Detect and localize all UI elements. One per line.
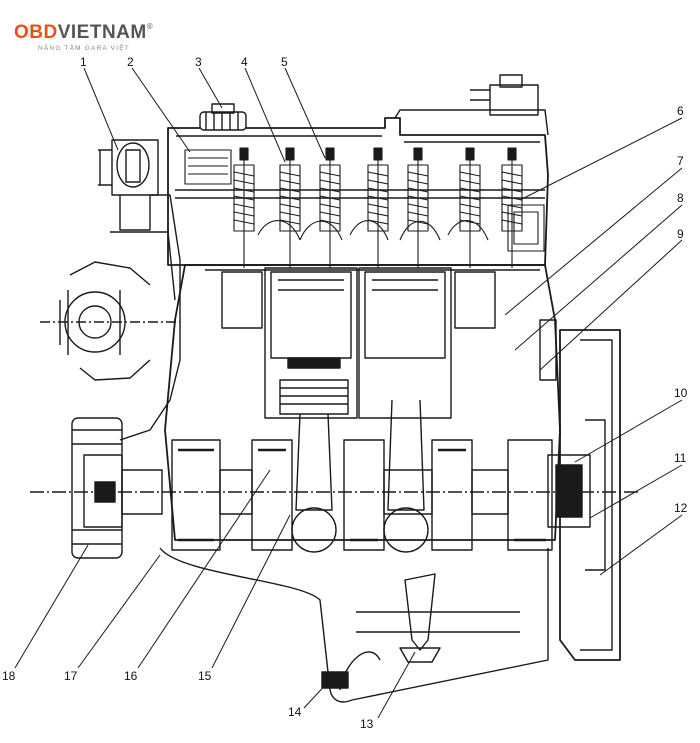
callout-13: 13 [360, 717, 374, 731]
callout-3: 3 [195, 55, 202, 69]
callout-16: 16 [124, 669, 138, 683]
oil-pan [159, 547, 549, 703]
callout-12: 12 [674, 501, 688, 515]
intake-exhaust-ports [257, 204, 545, 252]
logo-tagline: NÂNG TẦM GARA VIỆT [38, 45, 130, 52]
callout-11: 11 [674, 451, 687, 465]
piston-left [270, 271, 352, 359]
callout-2: 2 [127, 55, 134, 69]
crankshaft-pulley [71, 417, 163, 559]
logo-name: VIETNAM [57, 22, 147, 43]
logo-trademark: ® [146, 22, 154, 31]
brand-logo: OBDVIETNAM® NÂNG TẦM GARA VIỆT [8, 10, 158, 52]
callout-10: 10 [674, 386, 688, 400]
oil-drain-plug [321, 671, 349, 689]
valve-train [184, 147, 523, 269]
engine-block [164, 264, 561, 541]
callout-9: 9 [677, 227, 684, 241]
callout-8: 8 [677, 191, 684, 205]
callout-1: 1 [80, 55, 87, 69]
distributor-housing [184, 149, 232, 185]
callout-7: 7 [677, 154, 684, 168]
crankshaft [30, 439, 640, 551]
logo-wordmark: OBDVIETNAM® [14, 22, 153, 44]
timing-cover [40, 194, 181, 441]
connecting-rods [291, 399, 429, 553]
oil-pump-pickup [399, 573, 441, 663]
callout-4: 4 [241, 55, 248, 69]
piston-right [364, 271, 446, 359]
logo-brand: OBD [14, 22, 58, 43]
piston-lower [279, 379, 349, 415]
callout-17: 17 [64, 669, 78, 683]
ignition-distributor [98, 139, 159, 231]
callout-numbers: 1 2 3 4 5 6 7 8 9 10 11 12 13 14 15 16 1… [2, 55, 688, 731]
callout-14: 14 [288, 705, 302, 719]
callout-5: 5 [281, 55, 288, 69]
callout-6: 6 [677, 104, 684, 118]
oil-filler-cap [199, 103, 247, 131]
camshaft [175, 189, 545, 199]
leader-lines [14, 67, 683, 719]
callout-18: 18 [2, 669, 16, 683]
callout-15: 15 [198, 669, 212, 683]
cylinders [221, 267, 496, 419]
flywheel [539, 319, 621, 661]
